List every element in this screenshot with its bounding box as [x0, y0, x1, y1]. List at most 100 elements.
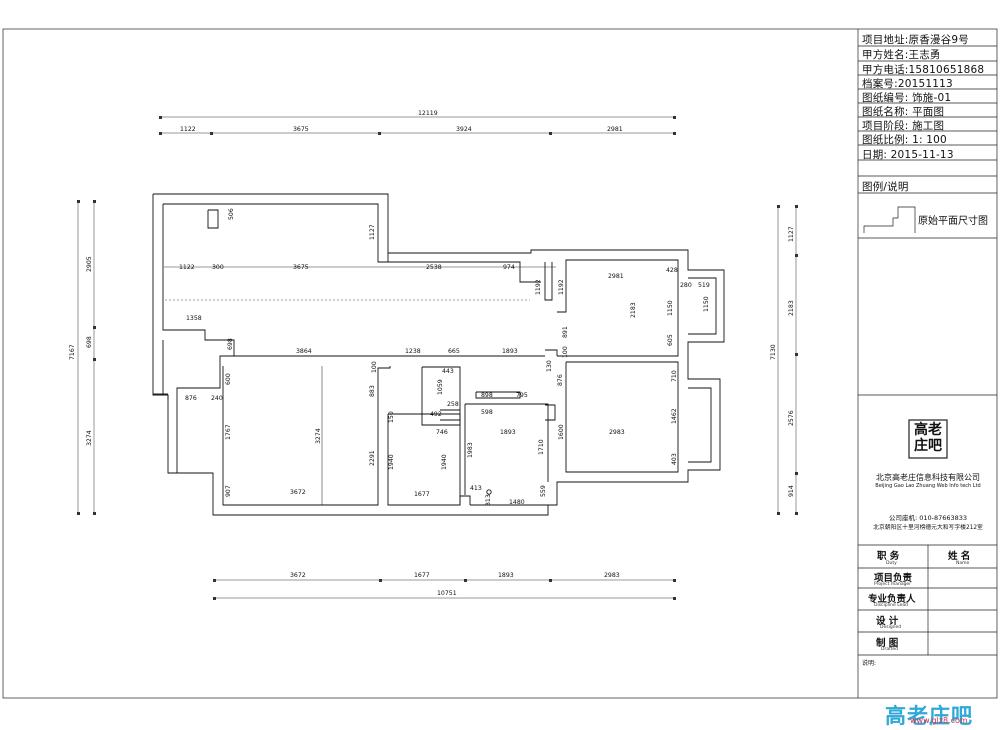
dim-i-1192b: 1192: [558, 279, 565, 295]
name-header: 姓 名: [948, 551, 971, 562]
dim-i-3672: 3672: [290, 489, 306, 496]
dim-bottom-3: 1893: [498, 572, 514, 579]
role-designer-en: Designed: [880, 625, 902, 630]
dim-i-313: 313: [485, 494, 492, 506]
dim-right-4: 914: [788, 485, 795, 497]
dim-i-3864: 3864: [296, 348, 312, 355]
dim-left-total: 7167: [69, 344, 76, 360]
dim-i-665: 665: [448, 348, 460, 355]
dim-i-1677: 1677: [414, 491, 430, 498]
role-discipline-lead: 专业负责人: [868, 594, 916, 605]
dim-left-1: 2905: [86, 256, 93, 272]
dim-i-403: 403: [671, 453, 678, 465]
legend-symbol: [863, 206, 916, 233]
dim-i-1940b: 1940: [441, 454, 448, 470]
dim-i-1462: 1462: [671, 408, 678, 424]
dim-i-883: 883: [369, 385, 376, 397]
file-number: 档案号:20151113: [862, 78, 953, 90]
dim-i-1122: 1122: [179, 264, 195, 271]
company-logo-box: [908, 419, 948, 459]
dim-i-876b: 876: [557, 374, 564, 386]
dim-i-795: 795: [516, 392, 528, 399]
dim-i-2291: 2291: [369, 450, 376, 466]
dim-right-2: 2183: [788, 300, 795, 316]
client-phone: 甲方电话:15810651868: [862, 64, 985, 76]
dim-i-443: 443: [442, 368, 454, 375]
dim-i-130: 130: [546, 360, 553, 372]
title-block: 项目地址:原香漫谷9号 甲方姓名:王志勇 甲方电话:15810651868 档案…: [858, 30, 997, 698]
dim-i-506: 506: [228, 208, 235, 220]
dim-bottom-1: 3672: [290, 572, 306, 579]
company-address: 北京朝阳区十里河榜德元大和写字楼212室: [873, 525, 983, 531]
dim-i-974: 974: [503, 264, 515, 271]
drawing-number: 图纸编号: 饰施-01: [862, 92, 952, 104]
dim-i-2981: 2981: [608, 273, 624, 280]
dim-i-1480: 1480: [509, 499, 525, 506]
dim-i-258: 258: [447, 401, 459, 408]
company-logo: 高老庄吧: [914, 422, 942, 454]
dim-i-746: 746: [436, 429, 448, 436]
dim-i-413: 413: [470, 485, 482, 492]
dim-i-2538: 2538: [426, 264, 442, 271]
dim-i-1150b: 1150: [703, 296, 710, 312]
dim-i-605: 605: [667, 334, 674, 346]
sheet-border: [2, 28, 998, 699]
notes-title: 说明:: [862, 660, 877, 667]
dim-i-898a: 898: [481, 392, 493, 399]
dim-bottom-2: 1677: [414, 572, 430, 579]
role-drafter-en: Drafted: [881, 647, 898, 652]
role-project-manager: 项目负责: [874, 573, 913, 584]
dim-right-3: 2576: [788, 410, 795, 426]
dim-i-891: 891: [562, 326, 569, 338]
dim-i-100a: 100: [371, 361, 378, 373]
dim-bottom-total: 10751: [437, 590, 457, 597]
dim-i-1238: 1238: [405, 348, 421, 355]
dim-i-710: 710: [671, 370, 678, 382]
role-discipline-lead-en: Discipline Lead: [874, 603, 909, 608]
company-name-en: Beijing Gao Lao Zhuang Web Info tech Ltd: [875, 483, 981, 489]
role-project-manager-en: Project manager: [874, 582, 912, 587]
legend-label: 原始平面尺寸图: [918, 216, 988, 227]
dim-i-1059: 1059: [437, 379, 444, 395]
dim-i-598: 598: [481, 409, 493, 416]
dim-i-1600: 1600: [558, 424, 565, 440]
client-name: 甲方姓名:王志勇: [862, 49, 941, 61]
dim-i-240: 240: [211, 395, 223, 402]
dim-bottom-4: 2983: [604, 572, 620, 579]
dim-i-1127: 1127: [369, 224, 376, 240]
dim-i-428: 428: [666, 267, 678, 274]
dim-i-1192a: 1192: [535, 279, 542, 295]
dim-i-3274: 3274: [315, 428, 322, 444]
duty-header-en: Duty: [886, 561, 897, 566]
dim-i-698: 698: [227, 338, 234, 350]
dim-top-2: 3675: [293, 126, 309, 133]
dim-top-3: 3924: [456, 126, 472, 133]
company-phone: 公司座机: 010-87663833: [888, 514, 968, 522]
dim-i-559: 559: [540, 485, 547, 497]
dim-left-3: 3274: [86, 430, 93, 446]
duty-header: 职 务: [877, 551, 900, 562]
dim-i-150: 150: [388, 411, 395, 423]
dim-i-300: 300: [212, 264, 224, 271]
dim-right-total: 7130: [770, 344, 777, 360]
watermark-logo: 高老庄吧: [885, 704, 973, 728]
dim-i-519: 519: [698, 282, 710, 289]
dim-i-100b: 100: [562, 346, 569, 358]
dim-top-1: 1122: [180, 126, 196, 133]
company-name-cn: 北京高老庄信息科技有限公司: [876, 473, 980, 482]
dim-i-1893b: 1893: [500, 429, 516, 436]
dim-i-2183: 2183: [630, 302, 637, 318]
walls: [152, 193, 725, 516]
dim-i-1150a: 1150: [667, 300, 674, 316]
dim-i-1893a: 1893: [502, 348, 518, 355]
dim-i-1358: 1358: [186, 315, 202, 322]
dim-i-1767: 1767: [225, 424, 232, 440]
dim-top-4: 2981: [607, 126, 623, 133]
role-drafter: 制 图: [876, 638, 899, 649]
drawing-name: 图纸名称: 平面图: [862, 106, 945, 118]
dim-i-3675: 3675: [293, 264, 309, 271]
dim-i-280: 280: [680, 282, 692, 289]
project-stage: 项目阶段: 施工图: [862, 120, 945, 132]
dim-i-907: 907: [225, 485, 232, 497]
